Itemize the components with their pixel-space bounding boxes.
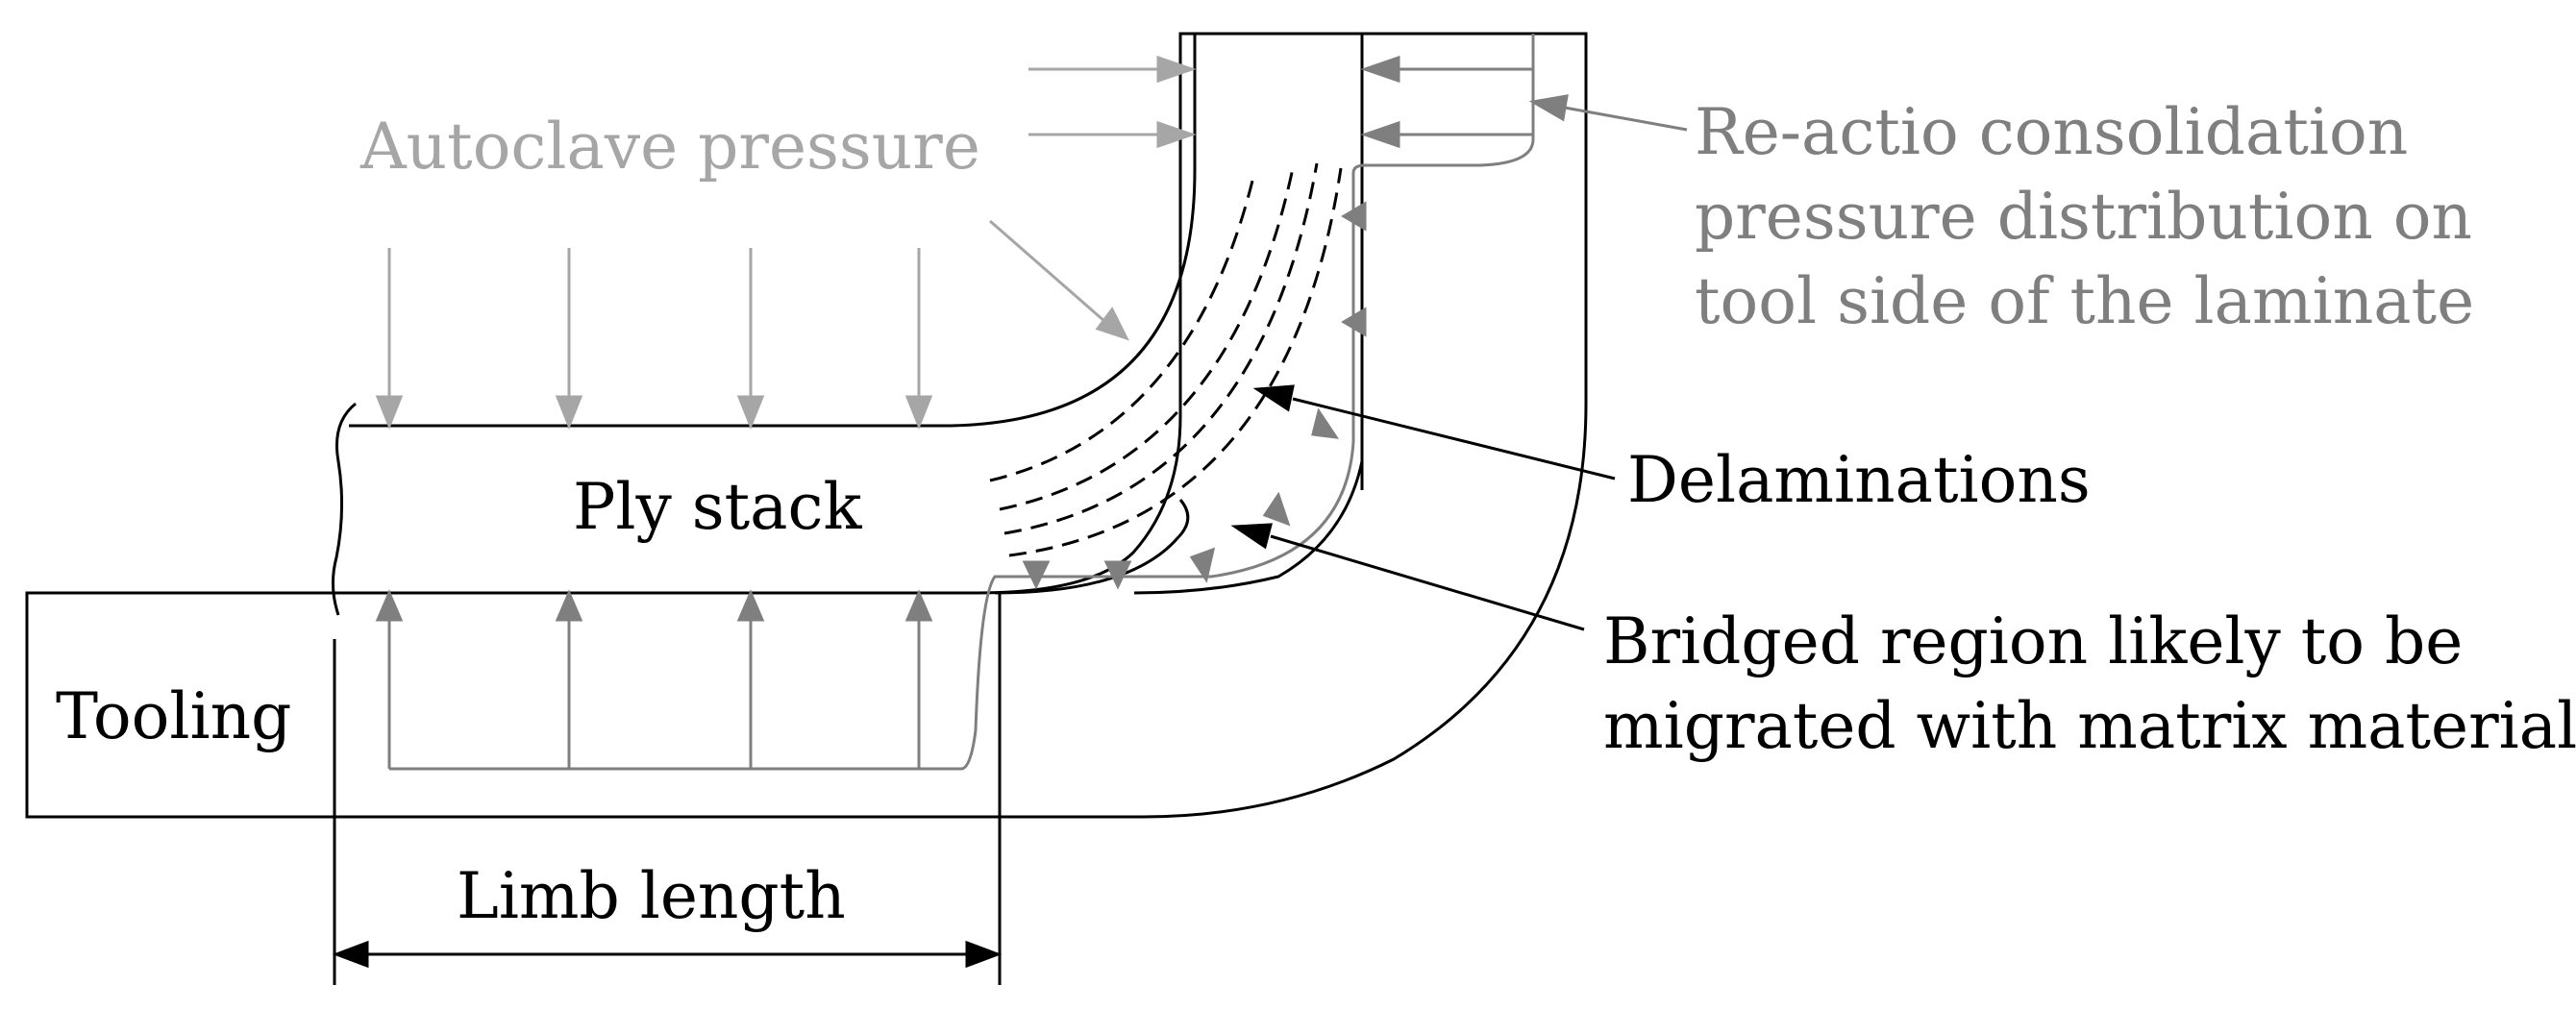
reaction-leader <box>1564 106 1688 132</box>
reaction-arrowhead <box>1022 560 1051 590</box>
delaminations-label: Delaminations <box>1627 443 2091 517</box>
reaction-callout-leader <box>1528 94 1688 132</box>
reaction-arrowhead <box>1341 201 1367 232</box>
bridged-region-label-line1: Bridged region likely to be <box>1603 604 2463 678</box>
tooling-label: Tooling <box>56 679 291 753</box>
bridged-arrowhead <box>1230 523 1273 550</box>
reaction-arrowhead <box>736 589 765 622</box>
ply-stack-label: Ply stack <box>573 470 862 544</box>
delaminations <box>989 162 1343 557</box>
delaminations-arrowhead <box>1252 384 1295 412</box>
reaction-arrowhead <box>1189 547 1216 583</box>
delamination-arc <box>989 172 1256 482</box>
reaction-arrowhead <box>1360 120 1400 149</box>
limb-length-arrowhead-right <box>965 940 1003 969</box>
bridged-leader <box>1270 534 1585 631</box>
reaction-arrowhead <box>1262 491 1291 527</box>
delamination-arc <box>1003 162 1319 535</box>
autoclave-pressure-arrows <box>375 55 1197 431</box>
reaction-arrowhead <box>1103 560 1132 590</box>
delamination-arc <box>999 167 1295 511</box>
ply-stack-inner-edge <box>994 499 1190 595</box>
reaction-arrowhead <box>1360 55 1400 84</box>
reaction-pressure-label-line3: tool side of the laminate <box>1695 264 2474 338</box>
reaction-leader-arrowhead <box>1528 94 1569 122</box>
ply-stack <box>332 34 1364 616</box>
limb-length-arrowhead-left <box>332 940 369 969</box>
autoclave-arrowhead <box>736 395 765 431</box>
reaction-arrowhead <box>1341 307 1367 337</box>
autoclave-arrowhead <box>555 395 583 431</box>
reaction-pressure-label-line2: pressure distribution on <box>1695 180 2472 254</box>
reaction-arrowhead <box>555 589 583 622</box>
reaction-arrowhead <box>375 589 404 622</box>
callout-leaders <box>1230 384 1616 631</box>
ply-stack-left-cut <box>332 402 357 616</box>
autoclave-arrowhead <box>1095 307 1129 341</box>
autoclave-arrowhead <box>1156 55 1197 84</box>
ply-stack-bend-inner <box>1133 460 1364 595</box>
limb-length-dimension <box>332 593 1003 985</box>
diagram-labels: Autoclave pressure Re-actio consolidatio… <box>56 95 2576 933</box>
autoclave-arrowhead <box>375 395 404 431</box>
bridged-region-label-line2: migrated with matrix material <box>1603 689 2576 763</box>
autoclave-arrowhead <box>904 395 933 431</box>
autoclave-arrowhead <box>1156 120 1197 149</box>
reaction-pressure-arrows <box>375 55 1533 769</box>
autoclave-pressure-label: Autoclave pressure <box>359 110 980 184</box>
reaction-pressure-label-line1: Re-actio consolidation <box>1695 95 2408 169</box>
autoclave-leader <box>989 219 1106 324</box>
delaminations-leader <box>1292 397 1616 480</box>
reaction-arrowhead <box>1311 407 1340 439</box>
limb-length-label: Limb length <box>457 859 846 933</box>
reaction-arrowhead <box>904 589 933 622</box>
ply-stack-top-edge <box>349 34 1197 428</box>
delamination-arc <box>1008 167 1343 557</box>
